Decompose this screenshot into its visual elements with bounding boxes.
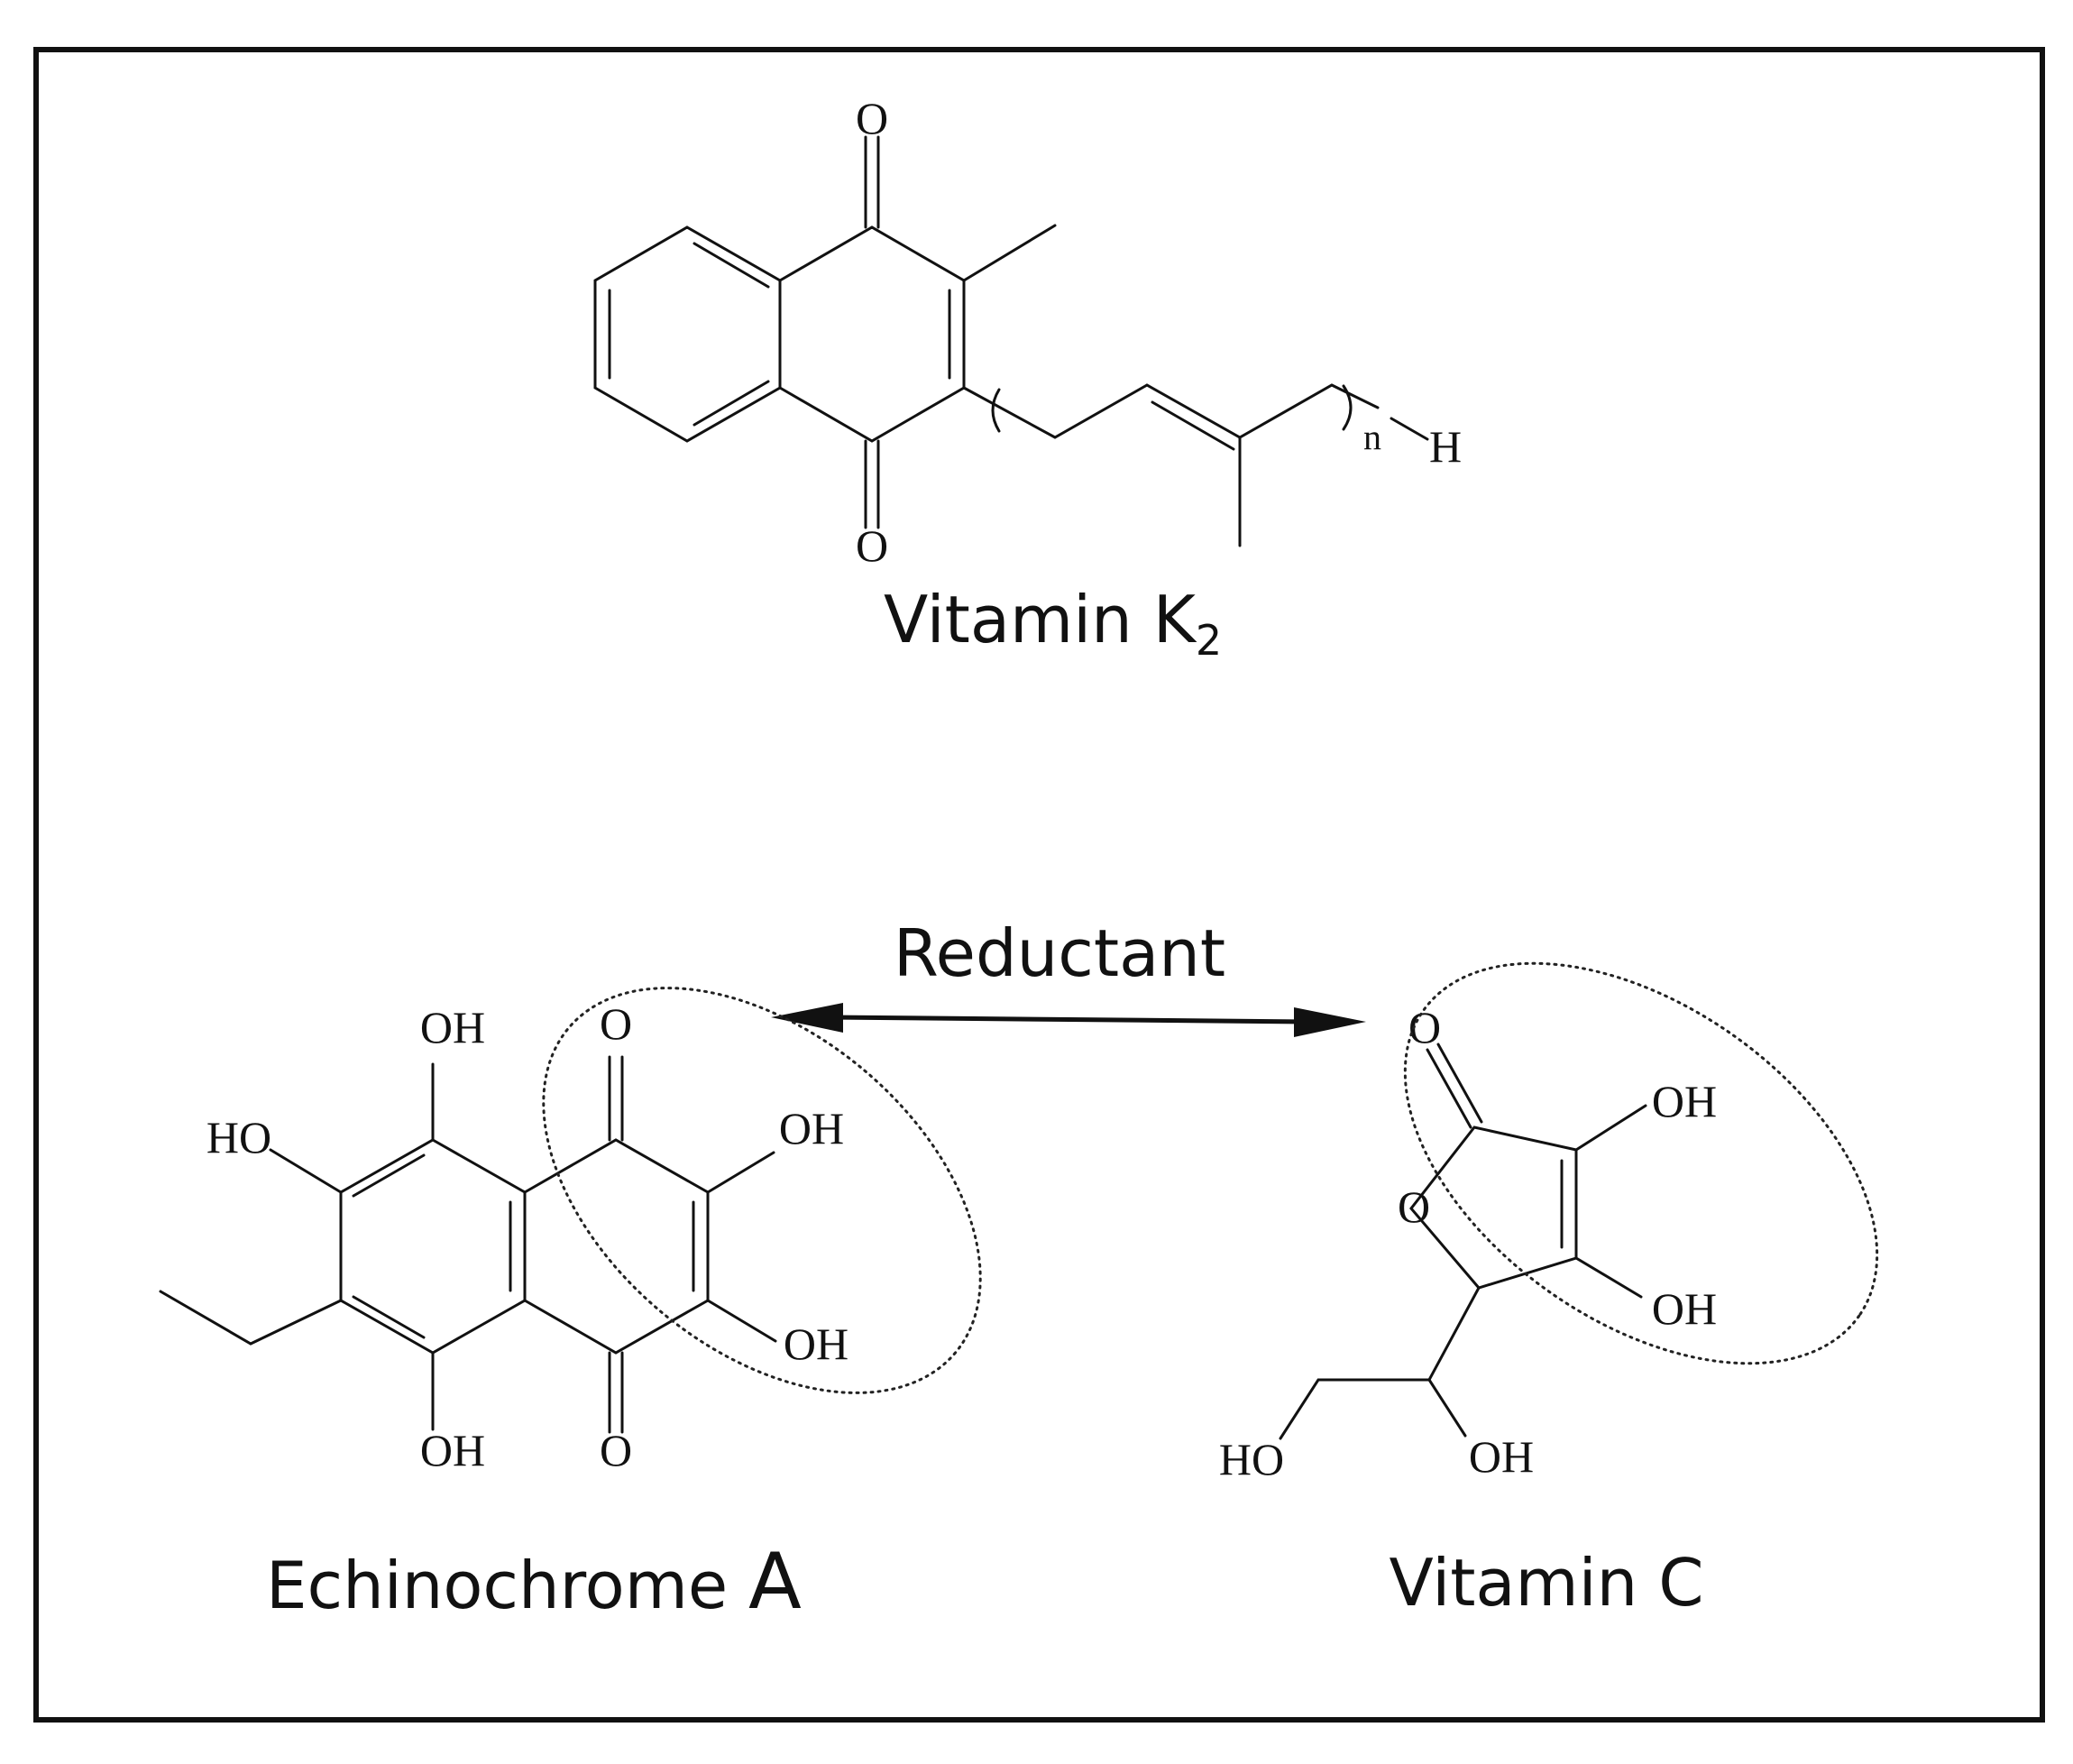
figure-border — [33, 47, 2045, 1723]
vitamin-c-structure: O OH O OH HO OH — [1219, 1002, 1717, 1484]
echinochrome-a-name: Echinochrome A — [266, 1537, 802, 1627]
vitamin-k2-o-bottom: O — [856, 520, 888, 571]
vitamin-k2-terminal-h: H — [1429, 421, 1462, 472]
vitamin-k2-structure: O O n H — [593, 93, 1462, 571]
echinochrome-name-suffix: A — [748, 1537, 802, 1627]
vitamin-c-o-ring: O — [1398, 1181, 1430, 1232]
echinochrome-name-main: Echinochrome — [266, 1548, 748, 1623]
double-headed-arrow — [771, 1003, 1366, 1037]
vitamin-k2-repeat-n: n — [1363, 417, 1381, 457]
vitamin-c-oh-top: OH — [1652, 1076, 1717, 1126]
echinochrome-o-bottom: O — [600, 1425, 632, 1475]
vitamin-k2-name-main: Vitamin K — [884, 582, 1197, 657]
echinochrome-o-top: O — [600, 998, 632, 1049]
echinochrome-reductive-site-highlight — [542, 987, 982, 1394]
echinochrome-a-structure: OH O HO OH OH OH O — [159, 998, 848, 1475]
vitamin-c-name: Vitamin C — [1390, 1545, 1704, 1621]
echinochrome-oh-top-left: OH — [420, 1002, 485, 1052]
reductant-label: Reductant — [894, 915, 1225, 991]
echinochrome-oh-bottom-left: OH — [420, 1425, 485, 1475]
echinochrome-oh-right-top: OH — [779, 1103, 844, 1153]
vitamin-k2-name: Vitamin K2 — [884, 582, 1222, 665]
vitamin-k2-o-top: O — [856, 93, 888, 143]
vitamin-c-oh-chain: OH — [1469, 1431, 1534, 1482]
vitamin-k2-name-subscript: 2 — [1196, 616, 1222, 665]
vitamin-c-oh-bottom: OH — [1652, 1283, 1717, 1334]
vitamin-c-reductive-site-highlight — [1403, 961, 1879, 1365]
vitamin-c-ho-chain: HO — [1219, 1434, 1284, 1484]
echinochrome-oh-right-bottom: OH — [784, 1318, 848, 1369]
echinochrome-ho-left: HO — [206, 1112, 271, 1162]
